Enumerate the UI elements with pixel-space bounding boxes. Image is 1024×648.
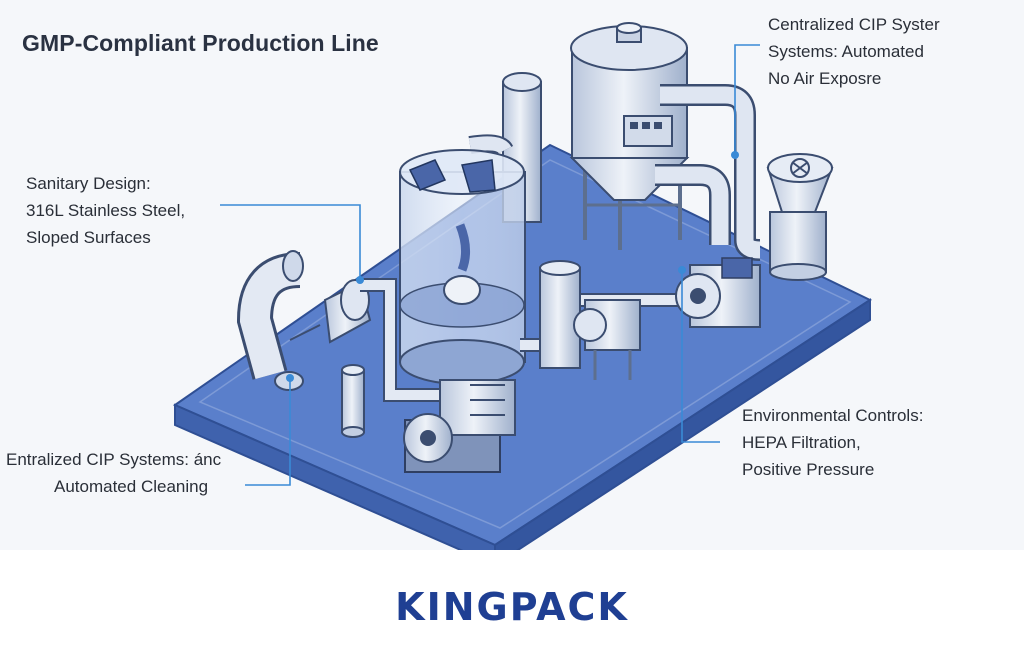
standpipe bbox=[341, 364, 365, 438]
transfer-pump bbox=[539, 260, 641, 380]
callout-line: Centralized CIP Syster bbox=[768, 15, 940, 34]
leader-lines bbox=[220, 44, 760, 486]
blower-motor bbox=[675, 257, 761, 328]
diagram-title: GMP-Compliant Production Line bbox=[22, 30, 379, 56]
equipment-drawing bbox=[172, 22, 873, 550]
callout-line: Sloped Surfaces bbox=[26, 228, 151, 247]
callout-line: Systems: Automated bbox=[768, 42, 924, 61]
leader-cip-bottom bbox=[245, 378, 291, 486]
cip-piping bbox=[655, 84, 761, 261]
leader-sanitary bbox=[220, 204, 361, 280]
callout-line: No Air Exposre bbox=[768, 69, 882, 88]
callout-sanitary-design: Sanitary Design: 316L Stainless Steel, S… bbox=[26, 170, 185, 251]
leader-cip-top bbox=[734, 44, 760, 155]
elbow-pipe bbox=[236, 250, 372, 391]
callout-line: 316L Stainless Steel, bbox=[26, 201, 186, 220]
production-line-illustration: GMP-Compliant Production Line Centralize… bbox=[6, 11, 940, 550]
callout-line: Sanitary Design: bbox=[26, 174, 151, 193]
callout-automated-cleaning: Entralized CIP Systems: ánc Automated Cl… bbox=[6, 446, 221, 500]
callout-centralized-cip: Centralized CIP Syster Systems: Automate… bbox=[768, 11, 940, 92]
leader-environmental bbox=[681, 270, 720, 443]
callout-line: HEPA Filtration, bbox=[742, 433, 861, 452]
callout-line: Entralized CIP Systems: ánc bbox=[6, 450, 222, 469]
glass-mixing-tank bbox=[399, 149, 526, 385]
hepa-filter-unit bbox=[766, 153, 834, 281]
callout-environmental-controls: Environmental Controls: HEPA Filtration,… bbox=[742, 402, 923, 483]
front-pump bbox=[403, 379, 516, 473]
callout-line: Automated Cleaning bbox=[54, 477, 209, 496]
callout-line: Environmental Controls: bbox=[742, 406, 924, 425]
callout-line: Positive Pressure bbox=[742, 460, 875, 479]
brand-logo: KINGPACK bbox=[395, 585, 629, 629]
